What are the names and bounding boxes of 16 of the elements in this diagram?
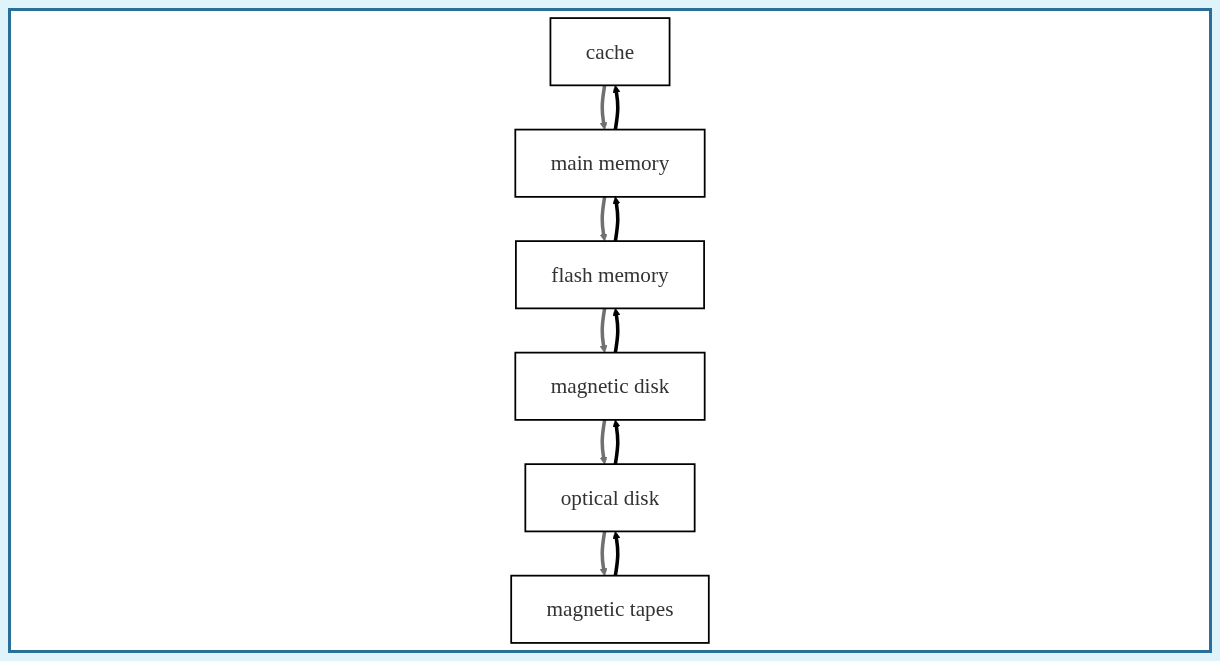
- arrow: [599, 196, 608, 242]
- arrow: [612, 419, 621, 465]
- node-box: main memory: [514, 128, 706, 198]
- node-box: flash memory: [515, 240, 705, 310]
- arrow: [612, 196, 621, 242]
- arrow: [599, 531, 608, 576]
- node-box: magnetic tapes: [510, 574, 710, 644]
- arrow: [599, 308, 608, 353]
- node-box: optical disk: [524, 463, 696, 533]
- arrow: [599, 419, 608, 465]
- arrow: [612, 308, 621, 353]
- node-box: cache: [549, 17, 671, 87]
- arrow: [612, 531, 621, 576]
- node-box: magnetic disk: [514, 351, 706, 421]
- arrow: [612, 85, 621, 130]
- arrow: [599, 85, 608, 130]
